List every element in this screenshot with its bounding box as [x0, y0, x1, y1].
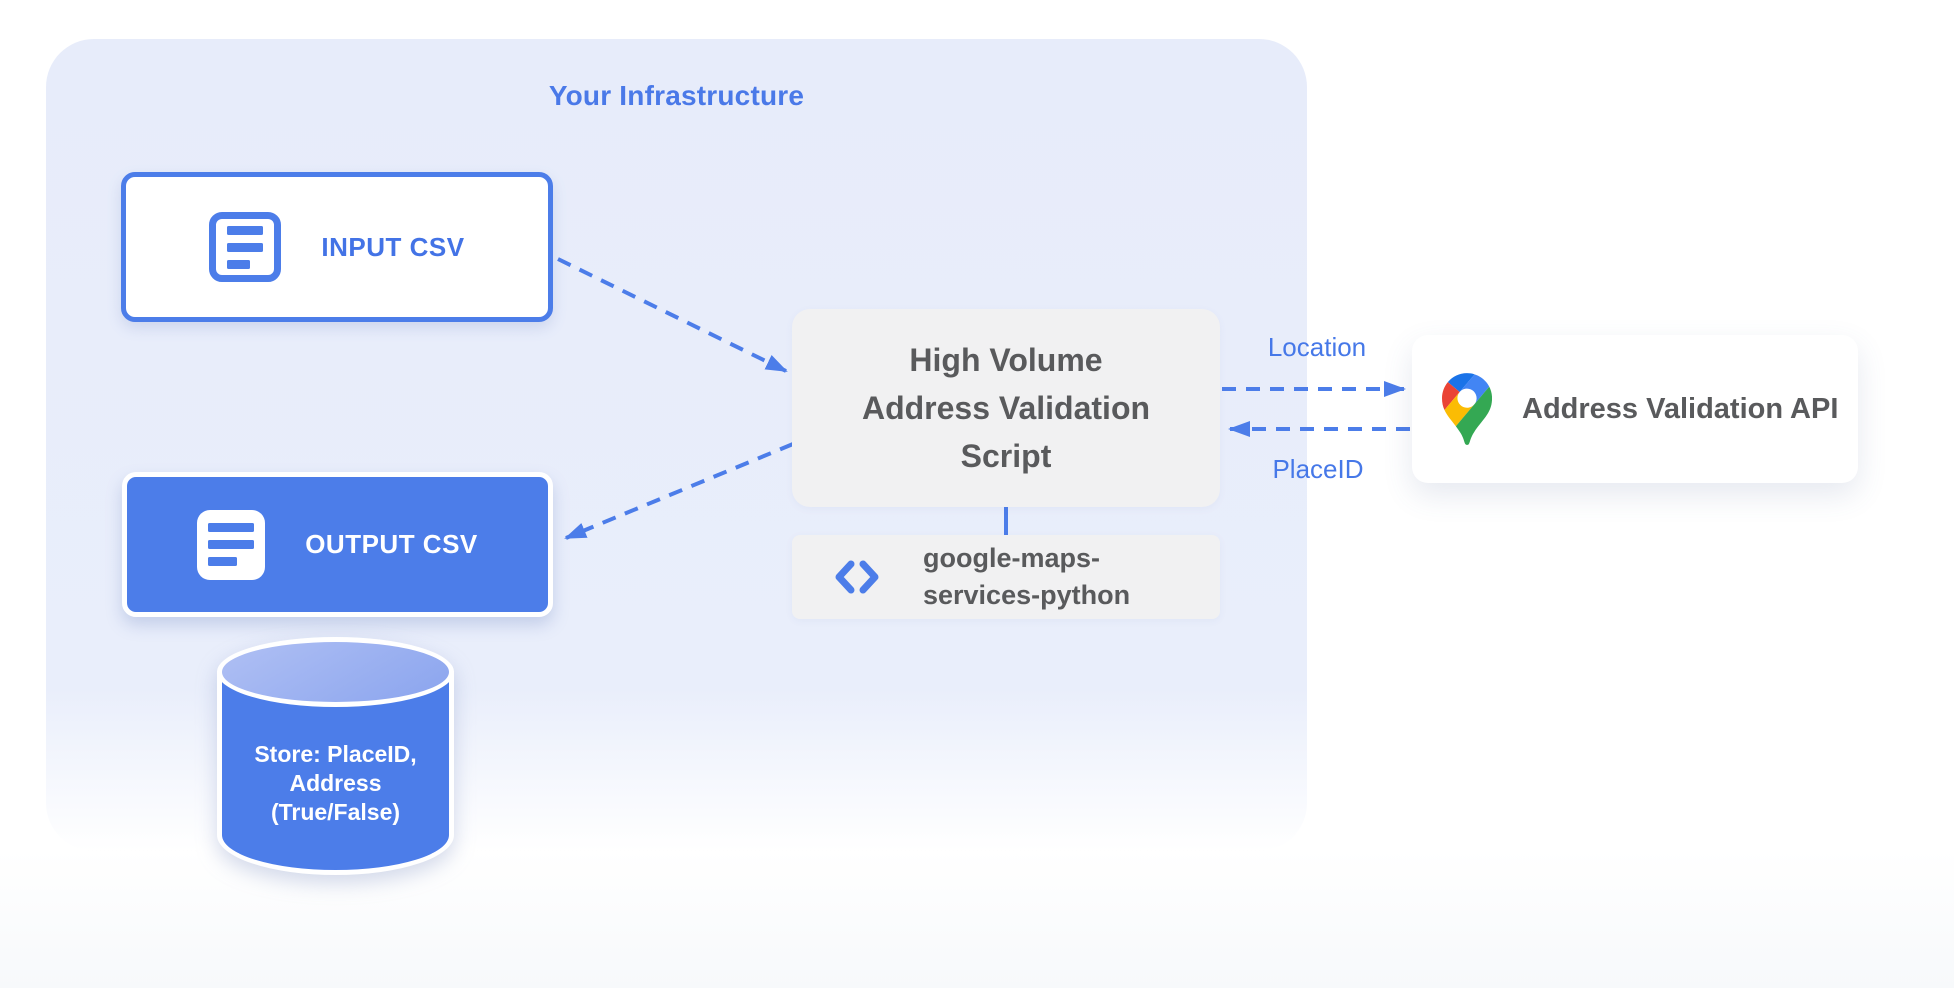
- api-label: Address Validation API: [1522, 392, 1839, 425]
- api-node: Address Validation API: [1412, 335, 1858, 483]
- edge-label-placeid: PlaceID: [1272, 454, 1364, 484]
- datastore-line: (True/False): [270, 799, 401, 825]
- input-csv-node: INPUT CSV: [121, 172, 553, 322]
- code-brackets-icon: [835, 560, 879, 594]
- datastore-cylinder-top: [217, 637, 454, 707]
- edge-label-location: Location: [1267, 332, 1367, 362]
- infrastructure-title: Your Infrastructure: [548, 80, 805, 111]
- datastore-cylinder: Store: PlaceID, Address (True/False): [217, 637, 454, 875]
- document-icon: [209, 212, 282, 282]
- script-line: High Volume: [909, 342, 1103, 378]
- output-csv-label: OUTPUT CSV: [305, 529, 478, 559]
- document-icon: [197, 509, 266, 580]
- datastore-line: Address: [289, 770, 382, 796]
- google-maps-pin-icon: [1442, 373, 1492, 445]
- datastore-cylinder-body: Store: PlaceID, Address (True/False): [217, 671, 454, 875]
- input-csv-label: INPUT CSV: [321, 231, 465, 262]
- script-node: High Volume Address Validation Script: [792, 309, 1220, 507]
- script-line: Address Validation: [861, 390, 1151, 426]
- library-label: google-maps- services-python: [923, 543, 1131, 610]
- output-csv-node: OUTPUT CSV: [122, 472, 553, 617]
- datastore-line: Store: PlaceID,: [254, 741, 417, 767]
- library-node: google-maps- services-python: [792, 535, 1220, 619]
- script-line: Script: [960, 438, 1052, 474]
